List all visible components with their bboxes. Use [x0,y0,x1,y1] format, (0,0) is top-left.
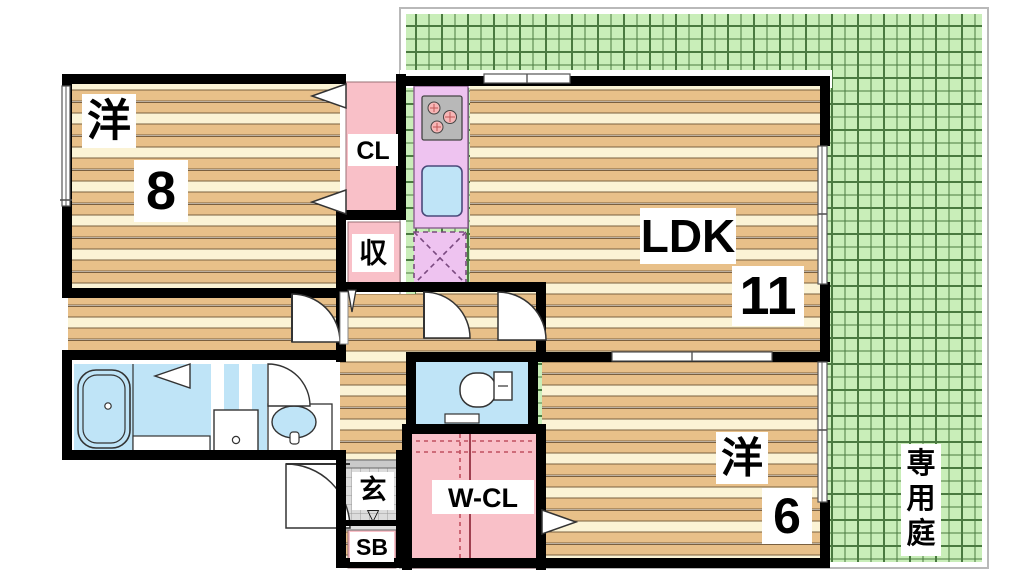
ldk-door[interactable] [497,291,547,341]
ldk-east-window[interactable] [817,145,828,285]
closet-cl-label: CL [356,137,389,165]
room8-type-label: 洋 [87,97,131,146]
washroom-door[interactable] [267,363,311,407]
toilet-bowl [459,372,497,408]
wcl-label: W-CL [448,483,518,513]
bathtub-drain [104,402,112,410]
genkan-direction-icon: ▽ [367,508,380,525]
label-private-garden: 専 用 庭 [901,444,941,556]
hall-door-mid[interactable] [423,291,471,339]
kitchen-sink [421,165,463,217]
label-storage-oshiire: 収 [352,234,394,272]
washing-machine-space [213,409,259,453]
room8-sliding-mid[interactable] [309,188,347,216]
room6-sliding-south[interactable] [541,508,579,536]
label-genkan: 玄 ▽ [352,472,394,525]
faucet [289,431,300,445]
ldk-size-label: 11 [739,266,796,326]
label-shoebox: SB [350,532,394,562]
label-closet-cl: CL [348,134,398,166]
room-label-ldk: LDK 11 [640,208,804,326]
label-wcl: W-CL [432,480,534,514]
bath-sliding-door[interactable] [152,363,191,389]
ldk-room6-window[interactable] [611,351,773,362]
genkan-label: 玄 [360,474,387,505]
hall-arrow [347,289,357,313]
garden-label-char-1: 専 [906,447,935,480]
toilet-paper-holder [444,413,480,424]
shoebox-label: SB [356,534,388,560]
room6-size-label: 6 [773,488,801,544]
bath-step [132,435,211,453]
room6-east-window[interactable] [817,361,828,503]
room6-type-label: 洋 [721,435,763,482]
storage-label: 収 [359,238,388,269]
room-label-room6: 洋 6 [716,432,812,544]
room-label-room8: 洋 8 [82,94,188,222]
room8-size-label: 8 [146,161,176,221]
ldk-type-label: LDK [641,210,736,262]
garden-label-char-2: 用 [906,483,935,515]
room8-sliding-north[interactable] [309,82,347,110]
room8-west-window[interactable] [60,85,72,207]
ldk-north-window[interactable] [483,73,571,84]
garden-label-char-3: 庭 [906,516,935,550]
